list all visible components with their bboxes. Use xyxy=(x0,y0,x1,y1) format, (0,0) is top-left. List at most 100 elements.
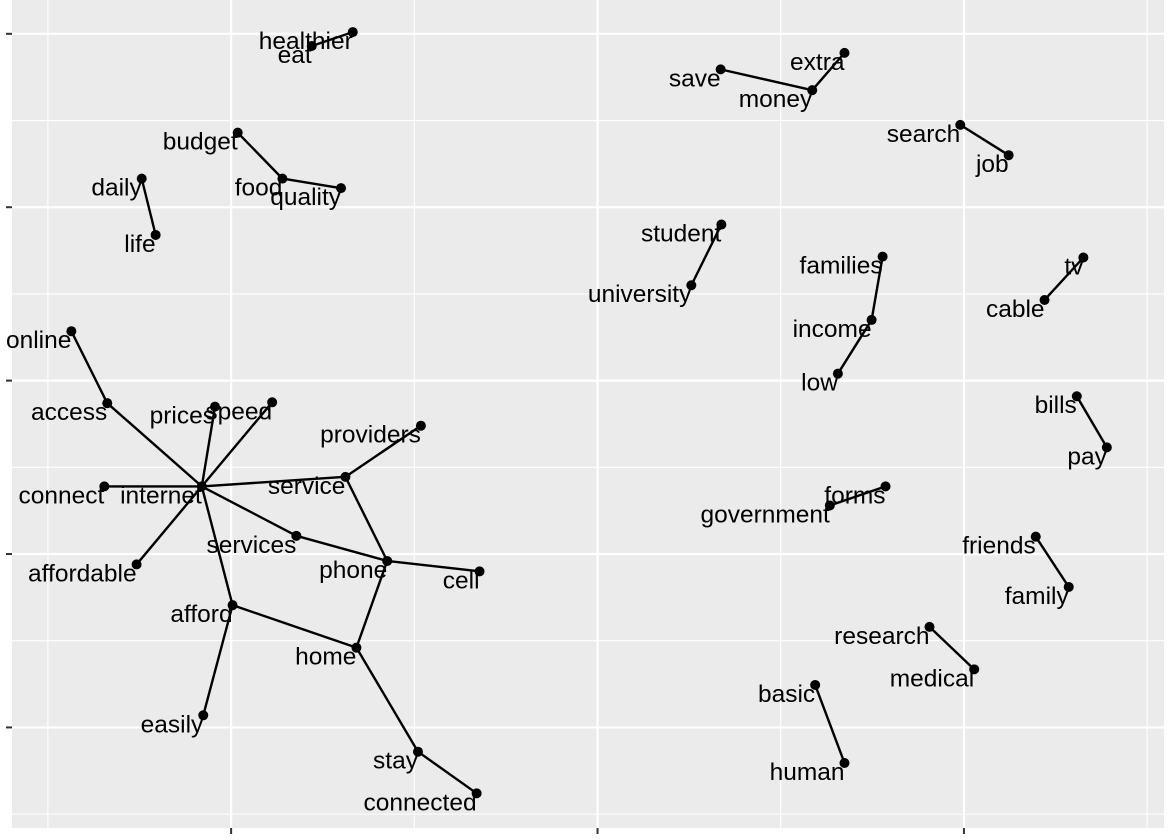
label-connect: connect xyxy=(19,482,105,509)
edge-university-student xyxy=(690,224,723,286)
label-access: access xyxy=(31,399,107,426)
label-home: home xyxy=(295,644,356,671)
label-search: search xyxy=(887,121,961,148)
node-cell xyxy=(474,566,485,577)
label-online: online xyxy=(6,327,71,354)
label-providers: providers xyxy=(320,422,421,449)
edge-stay-connected xyxy=(417,750,478,795)
node-layer xyxy=(66,27,1112,799)
edge-phone-cell xyxy=(387,559,480,573)
node-services xyxy=(291,530,302,541)
edge-basic-human xyxy=(814,684,846,764)
label-internet: internet xyxy=(120,482,202,509)
edge-service-providers xyxy=(344,424,422,478)
label-save: save xyxy=(669,65,721,92)
label-stay: stay xyxy=(373,748,419,775)
node-service xyxy=(340,471,351,482)
node-connected xyxy=(471,788,482,799)
label-phone: phone xyxy=(319,557,387,584)
edge-cable-tv xyxy=(1043,256,1085,301)
node-low xyxy=(832,368,843,379)
edge-low-income xyxy=(836,319,873,375)
label-university: university xyxy=(588,281,692,308)
label-human: human xyxy=(770,759,845,786)
node-life xyxy=(150,229,161,240)
label-money: money xyxy=(739,86,813,113)
label-low: low xyxy=(801,370,838,397)
edge-prices-internet xyxy=(200,406,217,487)
label-food: food xyxy=(235,175,283,202)
label-government: government xyxy=(700,501,830,528)
edge-save-money xyxy=(720,68,813,92)
node-friends xyxy=(1030,531,1041,542)
edge-research-medical xyxy=(928,625,976,671)
edge-access-internet xyxy=(106,402,203,488)
label-service: service xyxy=(268,473,346,500)
edge-income-families xyxy=(870,256,884,321)
node-government xyxy=(824,500,835,511)
label-affordable: affordable xyxy=(28,560,137,587)
edge-money-extra xyxy=(811,52,846,91)
node-pay xyxy=(1101,442,1112,453)
edge-layer xyxy=(70,30,1108,795)
node-cable xyxy=(1039,294,1050,305)
edge-budget-food xyxy=(236,131,284,180)
node-extra xyxy=(839,47,850,58)
edge-phone-home xyxy=(355,560,389,649)
node-phone xyxy=(382,555,393,566)
edge-daily-life xyxy=(140,178,157,236)
node-daily xyxy=(136,173,147,184)
label-forms: forms xyxy=(824,482,885,509)
node-families xyxy=(877,251,888,262)
label-student: student xyxy=(641,221,722,248)
label-cell: cell xyxy=(443,567,480,594)
node-afford xyxy=(227,600,238,611)
label-eat: eat xyxy=(278,42,312,69)
node-prices xyxy=(209,401,220,412)
node-basic xyxy=(810,679,821,690)
node-family xyxy=(1063,581,1074,592)
label-extra: extra xyxy=(790,49,845,76)
edge-internet-service xyxy=(201,475,346,488)
node-eat xyxy=(306,40,317,51)
node-internet xyxy=(196,481,207,492)
label-income: income xyxy=(793,316,872,343)
edge-speed-internet xyxy=(200,401,274,488)
edge-eat-healthier xyxy=(311,30,354,48)
node-providers xyxy=(415,420,426,431)
minor-gridlines xyxy=(12,0,1164,828)
node-save xyxy=(715,64,726,75)
edge-online-access xyxy=(70,330,109,404)
edge-food-quality xyxy=(282,177,342,190)
label-medical: medical xyxy=(890,665,974,692)
label-speed: speed xyxy=(205,398,272,425)
edge-service-phone xyxy=(344,476,389,562)
label-services: services xyxy=(206,532,296,559)
label-budget: budget xyxy=(163,129,238,156)
node-job xyxy=(1003,150,1014,161)
node-money xyxy=(807,85,818,96)
node-research xyxy=(924,621,935,632)
node-tv xyxy=(1078,252,1089,263)
label-tv: tv xyxy=(1064,254,1084,281)
edge-affordable-internet xyxy=(135,485,203,566)
edge-pay-bills xyxy=(1075,395,1108,448)
node-medical xyxy=(969,664,980,675)
node-income xyxy=(866,314,877,325)
edge-search-job xyxy=(959,123,1010,157)
node-search xyxy=(955,119,966,130)
node-healthier xyxy=(347,27,358,38)
node-university xyxy=(686,280,697,291)
label-research: research xyxy=(834,623,929,650)
plot-panel xyxy=(12,0,1164,828)
label-friends: friends xyxy=(962,533,1036,560)
edge-friends-family xyxy=(1034,536,1070,588)
label-afford: afford xyxy=(170,601,232,628)
edge-home-stay xyxy=(355,647,420,753)
node-access xyxy=(102,398,113,409)
major-gridlines xyxy=(12,0,1164,828)
node-human xyxy=(839,757,850,768)
axis-ticks xyxy=(6,32,965,834)
